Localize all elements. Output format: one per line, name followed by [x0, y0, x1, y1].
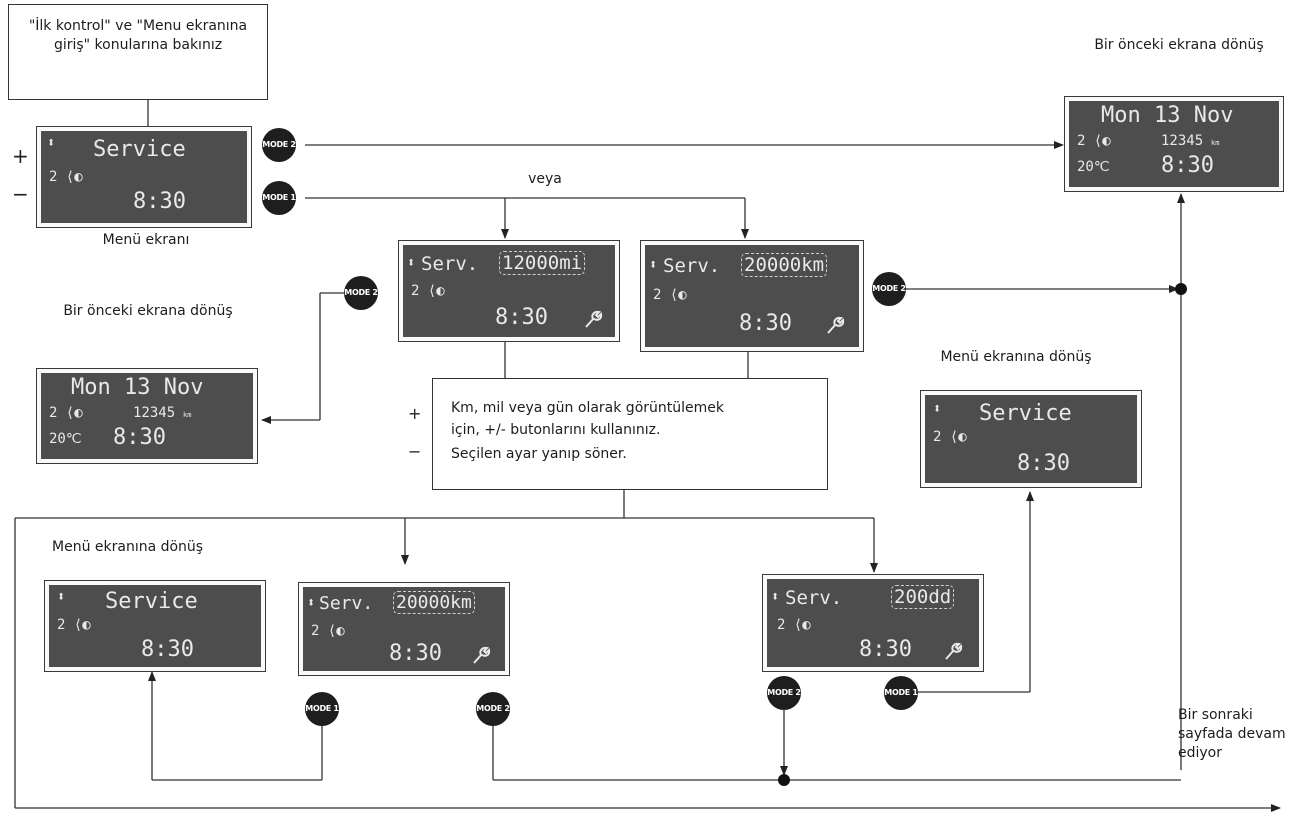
- serv-mi-screen: ⬍ Serv. 12000mi 2 ⟨◐ 8:30: [398, 240, 620, 342]
- minus-label: −: [408, 442, 422, 461]
- mode2-button-bottom-right[interactable]: MODE 2: [767, 676, 801, 710]
- gear-indicator: 2 ⟨◐: [411, 283, 445, 299]
- menu-screen-bottom-left: ⬍ Service 2 ⟨◐ 8:30: [44, 580, 266, 672]
- serv-label: Serv.: [785, 587, 843, 609]
- odometer-readout: 12345: [133, 405, 176, 421]
- mode1-button-bottom-right[interactable]: MODE 1: [884, 676, 918, 710]
- wrench-icon: [585, 310, 603, 328]
- instruction-line-2: için, +/- butonlarını kullanınız.: [451, 422, 661, 438]
- service-title: Service: [105, 589, 198, 614]
- veya-label: veya: [528, 171, 562, 187]
- mode2-button-top[interactable]: MODE 2: [262, 128, 296, 162]
- instruction-line-3: Seçilen ayar yanıp söner.: [451, 446, 627, 462]
- gear-indicator: 2 ⟨◐: [49, 405, 83, 421]
- up-down-arrow-icon: ⬍: [307, 595, 316, 611]
- time-readout: 8:30: [859, 637, 912, 662]
- time-readout: 8:30: [113, 425, 166, 450]
- gear-indicator: 2 ⟨◐: [49, 169, 83, 185]
- time-readout: 8:30: [1017, 451, 1070, 476]
- mode2-button-bottom-left[interactable]: MODE 2: [476, 692, 510, 726]
- wrench-icon: [945, 642, 963, 660]
- time-readout: 8:30: [389, 641, 442, 666]
- serv-dd-screen: ⬍ Serv. 200dd 2 ⟨◐ 8:30: [762, 574, 984, 672]
- gear-indicator: 2 ⟨◐: [653, 287, 687, 303]
- time-readout: 8:30: [141, 637, 194, 662]
- date-screen-left: Mon 13 Nov 2 ⟨◐ 12345 km 20℃ 8:30: [36, 368, 258, 464]
- time-readout: 8:30: [1161, 153, 1214, 178]
- back-to-menu-caption-left: Menü ekranına dönüş: [52, 539, 204, 555]
- time-readout: 8:30: [133, 189, 186, 214]
- serv-km-screen: ⬍ Serv. 20000km 2 ⟨◐ 8:30: [640, 240, 864, 352]
- service-title: Service: [979, 401, 1072, 426]
- instruction-line-1: Km, mil veya gün olarak görüntülemek: [451, 400, 724, 416]
- mode2-button-mi[interactable]: MODE 2: [344, 276, 378, 310]
- plus-label: +: [408, 404, 422, 423]
- up-down-arrow-icon: ⬍: [771, 589, 780, 605]
- up-down-arrow-icon: ⬍: [57, 589, 66, 605]
- date-readout: Mon 13 Nov: [71, 375, 204, 400]
- gear-indicator: 2 ⟨◐: [311, 623, 345, 639]
- time-readout: 8:30: [739, 311, 792, 336]
- date-readout: Mon 13 Nov: [1101, 103, 1234, 128]
- up-down-arrow-icon: ⬍: [407, 255, 416, 271]
- menu-screen-top: ⬍ Service 2 ⟨◐ 8:30: [36, 126, 252, 228]
- back-to-menu-caption-right: Menü ekranına dönüş: [940, 349, 1092, 365]
- intro-note-text: "İlk kontrol" ve "Menu ekranına giriş" k…: [28, 18, 248, 53]
- serv-km-screen-bottom: ⬍ Serv. 20000km 2 ⟨◐ 8:30: [298, 582, 510, 676]
- odometer-unit: km: [1211, 139, 1220, 147]
- next-page-caption: Bir sonraki sayfada devam ediyor: [1178, 707, 1286, 761]
- wrench-icon: [473, 646, 491, 664]
- date-screen-top: Mon 13 Nov 2 ⟨◐ 12345 km 20℃ 8:30: [1064, 96, 1284, 192]
- gear-indicator: 2 ⟨◐: [777, 617, 811, 633]
- intro-note-box: "İlk kontrol" ve "Menu ekranına giriş" k…: [8, 4, 268, 100]
- mode2-button-km[interactable]: MODE 2: [872, 272, 906, 306]
- serv-label: Serv.: [421, 253, 479, 275]
- service-interval-value: 20000km: [741, 253, 828, 277]
- odometer-unit: km: [183, 411, 192, 419]
- instruction-box: Km, mil veya gün olarak görüntülemek içi…: [432, 378, 828, 490]
- odometer-readout: 12345: [1161, 133, 1204, 149]
- up-down-arrow-icon: ⬍: [47, 135, 56, 151]
- service-interval-value: 12000mi: [499, 251, 586, 275]
- temperature-readout: 20℃: [1077, 159, 1110, 175]
- minus-label: −: [12, 182, 29, 206]
- gear-indicator: 2 ⟨◐: [933, 429, 967, 445]
- service-title: Service: [93, 137, 186, 162]
- wrench-icon: [827, 316, 845, 334]
- serv-label: Serv.: [319, 593, 374, 614]
- gear-indicator: 2 ⟨◐: [57, 617, 91, 633]
- service-interval-value: 200dd: [891, 585, 955, 609]
- time-readout: 8:30: [495, 305, 548, 330]
- up-down-arrow-icon: ⬍: [933, 401, 942, 417]
- prev-screen-caption-top: Bir önceki ekrana dönüş: [1094, 37, 1264, 53]
- mode1-button-top[interactable]: MODE 1: [262, 181, 296, 215]
- service-interval-value: 20000km: [393, 591, 475, 614]
- serv-label: Serv.: [663, 255, 721, 277]
- gear-indicator: 2 ⟨◐: [1077, 133, 1111, 149]
- plus-label: +: [12, 144, 29, 168]
- up-down-arrow-icon: ⬍: [649, 257, 658, 273]
- prev-screen-caption-left: Bir önceki ekrana dönüş: [63, 303, 233, 319]
- temperature-readout: 20℃: [49, 431, 82, 447]
- menu-screen-caption: Menü ekranı: [102, 232, 190, 248]
- menu-screen-right: ⬍ Service 2 ⟨◐ 8:30: [920, 390, 1142, 488]
- mode1-button-bottom-left[interactable]: MODE 1: [305, 692, 339, 726]
